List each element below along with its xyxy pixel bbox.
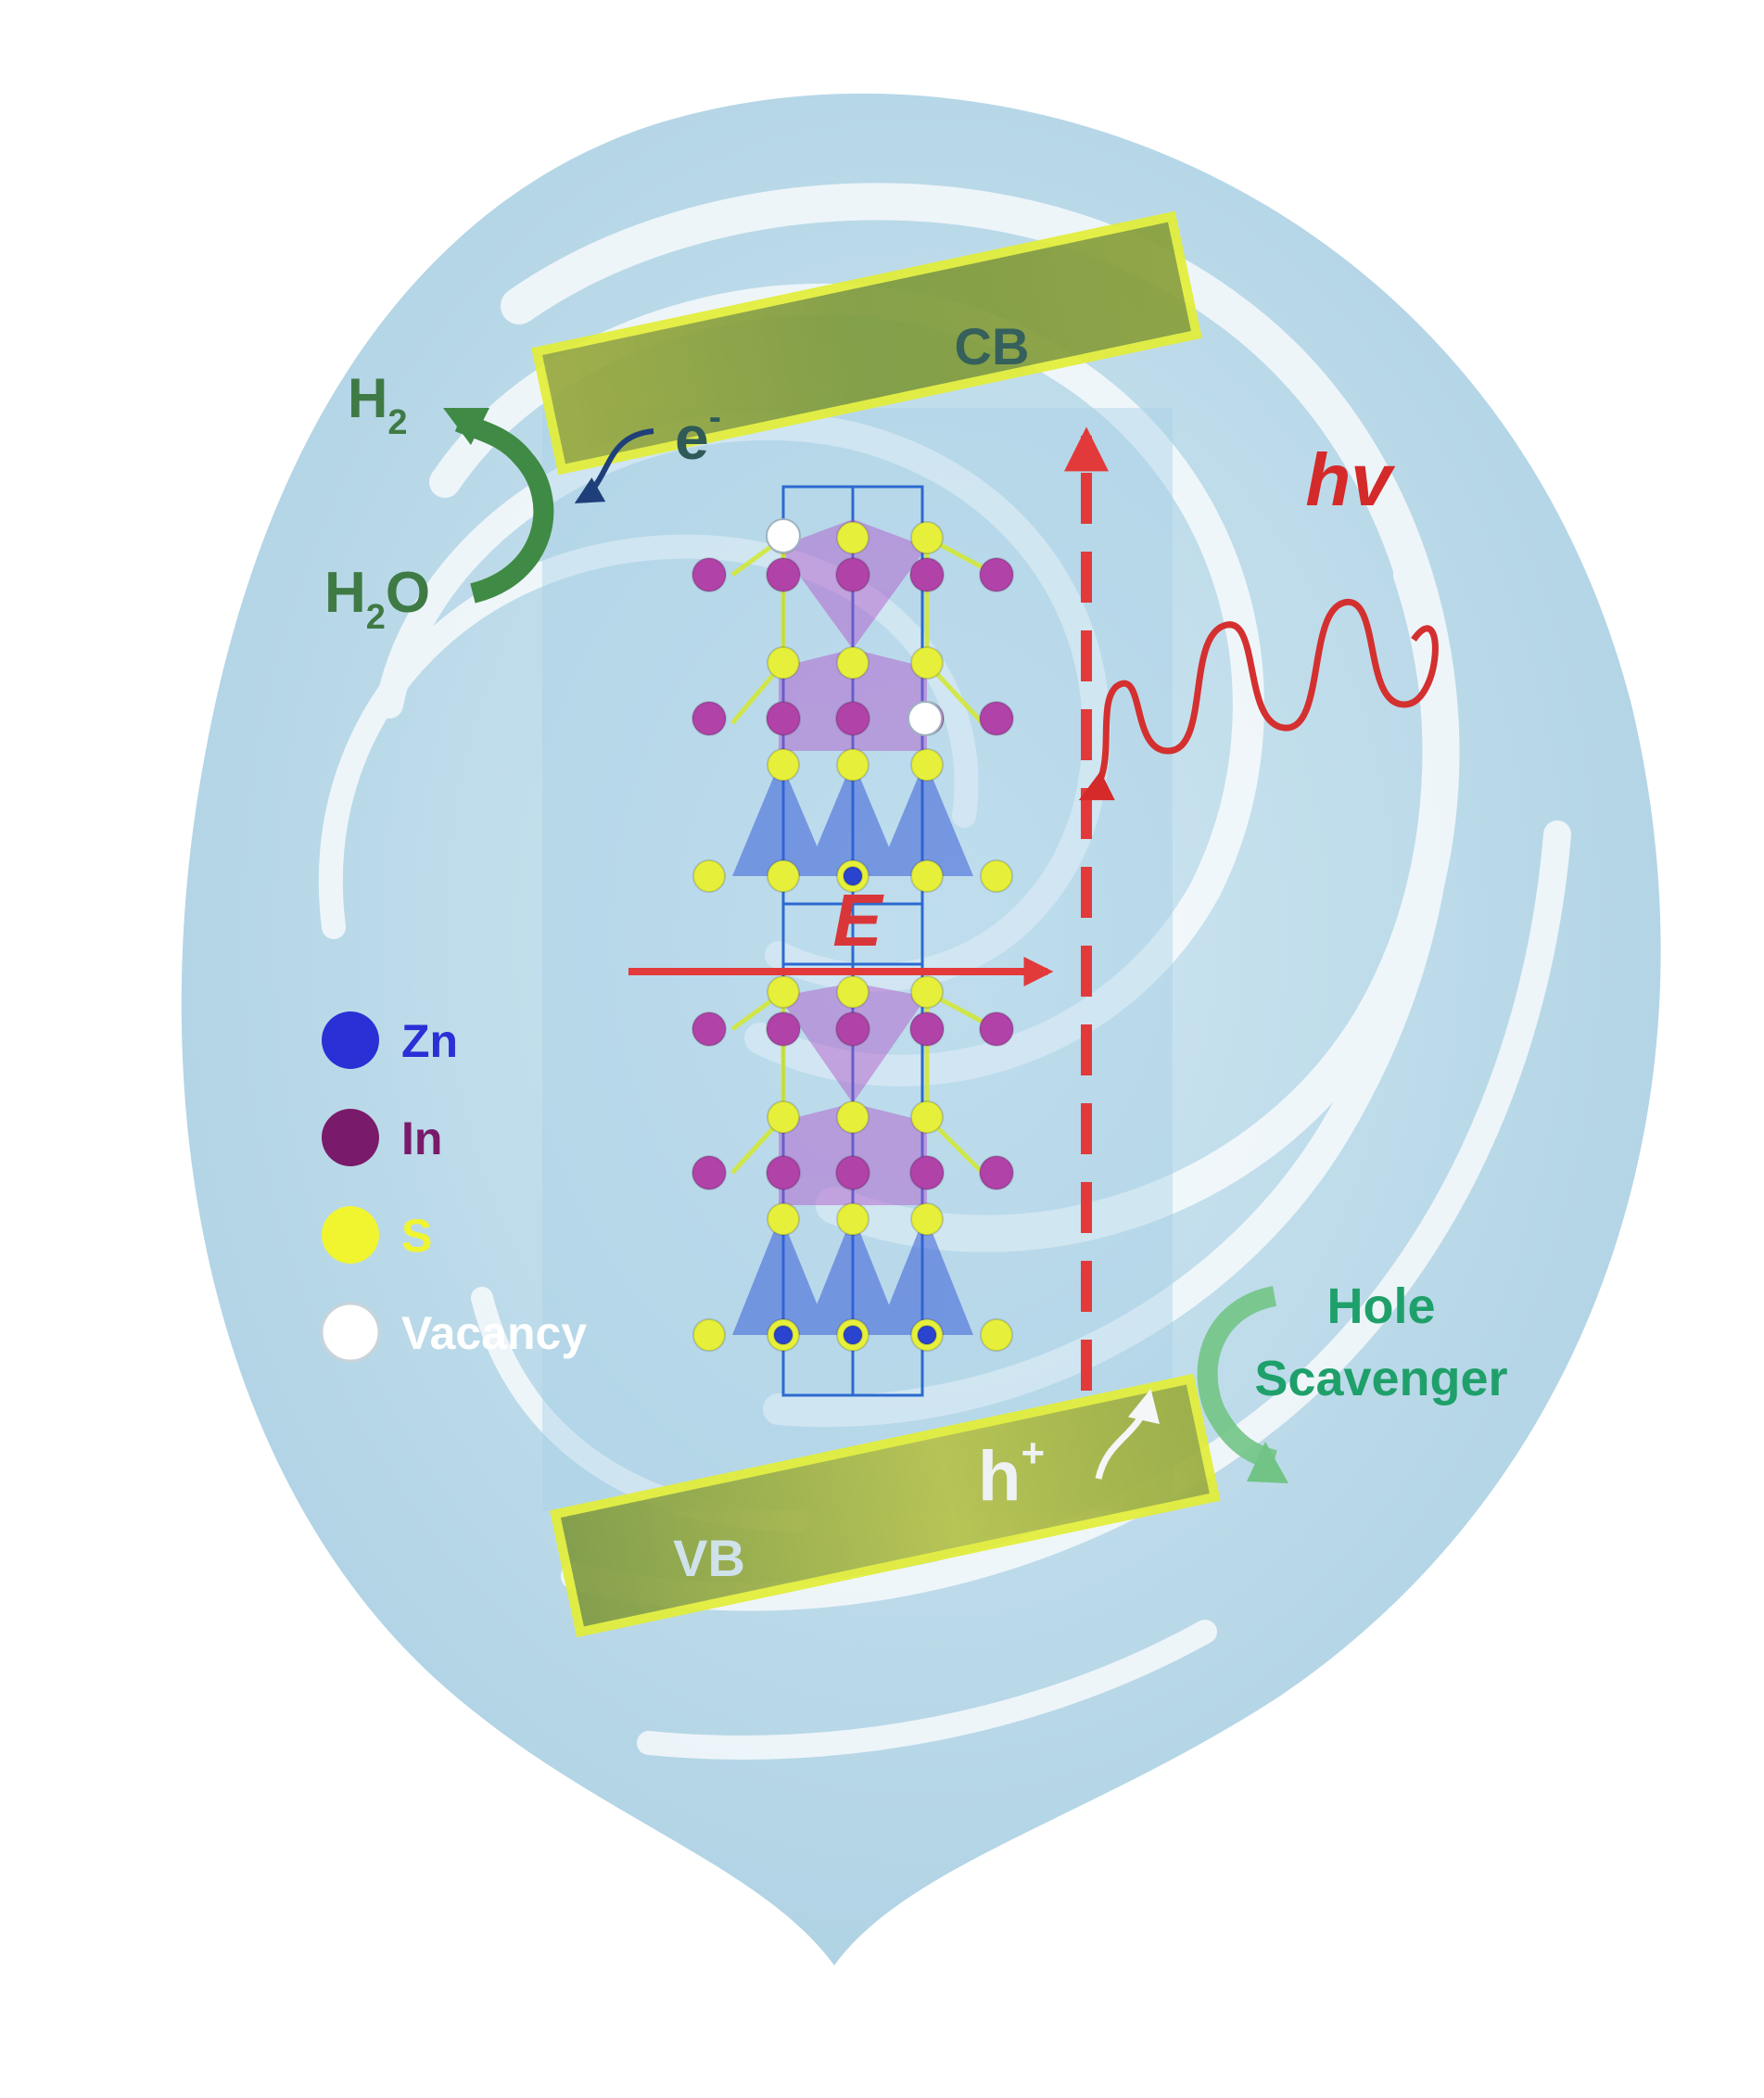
in-atom bbox=[766, 1011, 801, 1047]
hole-label: h+ bbox=[978, 1430, 1045, 1516]
electric-field-label: E bbox=[832, 879, 884, 961]
s-atom bbox=[767, 975, 800, 1009]
in-atom bbox=[766, 1155, 801, 1190]
legend-marker-vacancy bbox=[320, 1302, 381, 1363]
h2o-label: H2O bbox=[324, 561, 430, 637]
in-atom bbox=[835, 1155, 870, 1190]
in-atom bbox=[835, 1011, 870, 1047]
s-atom bbox=[910, 975, 944, 1009]
s-atom bbox=[910, 1100, 944, 1134]
hole-scavenger-arrow bbox=[1197, 1286, 1277, 1470]
zn-tetrahedra-upper bbox=[732, 760, 973, 876]
in-atom bbox=[909, 557, 945, 592]
conduction-band bbox=[531, 210, 1202, 476]
in-atom bbox=[979, 1155, 1014, 1190]
hole-scavenger-line2: Scavenger bbox=[1254, 1351, 1507, 1406]
hole-scavenger-line1: Hole bbox=[1326, 1278, 1435, 1334]
electron-label: e- bbox=[675, 397, 721, 472]
s-atom bbox=[692, 1318, 726, 1352]
zn-atom bbox=[917, 1325, 937, 1345]
in-atom bbox=[692, 1155, 727, 1190]
light-wave bbox=[1078, 599, 1439, 801]
legend-marker-s bbox=[322, 1206, 379, 1264]
legend-label-s: S bbox=[401, 1210, 432, 1262]
in-atom bbox=[835, 701, 870, 736]
legend-marker-zn bbox=[322, 1011, 379, 1069]
in-atom bbox=[979, 557, 1014, 592]
s-atom bbox=[980, 859, 1013, 893]
s-atom bbox=[910, 859, 944, 893]
s-atom bbox=[767, 1202, 800, 1236]
zn-atom bbox=[773, 1325, 793, 1345]
in-atom bbox=[766, 701, 801, 736]
s-atom bbox=[692, 859, 726, 893]
s-atom bbox=[980, 1318, 1013, 1352]
s-atom bbox=[767, 1100, 800, 1134]
legend-label-zn: Zn bbox=[401, 1015, 458, 1067]
h2-evolution-arrow bbox=[454, 412, 554, 604]
s-atom bbox=[767, 859, 800, 893]
s-atom bbox=[910, 748, 944, 782]
in-atom bbox=[835, 557, 870, 592]
s-atom bbox=[836, 1202, 869, 1236]
legend-label-vacancy: Vacancy bbox=[401, 1307, 587, 1359]
valence-band bbox=[550, 1373, 1221, 1638]
atoms-group bbox=[692, 518, 1014, 1352]
zn-tetrahedra-lower bbox=[732, 1214, 973, 1335]
hole-arrow bbox=[1095, 1389, 1160, 1480]
in-atom bbox=[766, 557, 801, 592]
s-atom bbox=[767, 646, 800, 680]
in-atom bbox=[692, 557, 727, 592]
in-atom bbox=[979, 701, 1014, 736]
s-atom bbox=[767, 748, 800, 782]
in-atom bbox=[692, 1011, 727, 1047]
s-atom bbox=[910, 521, 944, 554]
vacancy-atom bbox=[907, 701, 943, 736]
vb-label: VB bbox=[673, 1529, 745, 1587]
zn-atom bbox=[843, 866, 863, 886]
s-atom bbox=[910, 1202, 944, 1236]
light-label: hv bbox=[1305, 439, 1396, 521]
electron-arrow bbox=[574, 428, 654, 503]
legend-label-in: In bbox=[401, 1113, 442, 1164]
s-atom bbox=[836, 521, 869, 554]
in-atom bbox=[979, 1011, 1014, 1047]
vacancy-atom bbox=[766, 518, 801, 553]
s-atom bbox=[836, 1100, 869, 1134]
zn-atom bbox=[843, 1325, 863, 1345]
cb-label: CB bbox=[955, 317, 1030, 375]
in-atom bbox=[909, 1155, 945, 1190]
legend-marker-in bbox=[322, 1109, 379, 1166]
h2-label: H2 bbox=[348, 367, 407, 442]
crystal-structure bbox=[692, 485, 1014, 1397]
s-atom bbox=[910, 646, 944, 680]
in-atom bbox=[692, 701, 727, 736]
s-atom bbox=[836, 646, 869, 680]
s-atom bbox=[836, 975, 869, 1009]
in-atom bbox=[909, 1011, 945, 1047]
s-atom bbox=[836, 748, 869, 782]
